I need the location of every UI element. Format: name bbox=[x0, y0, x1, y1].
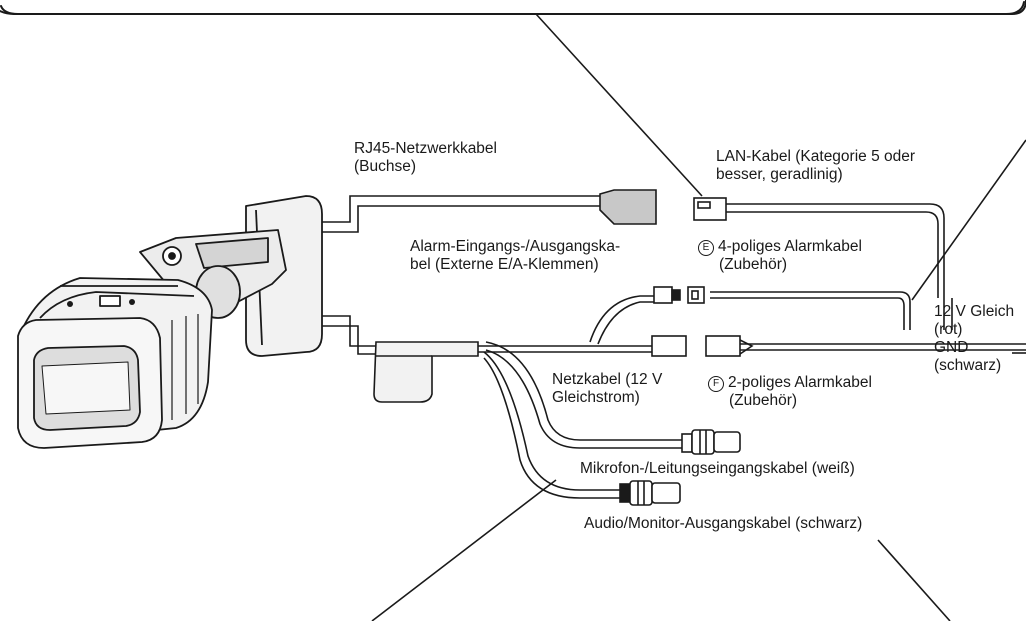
audio-rca bbox=[619, 480, 681, 506]
power-plug bbox=[651, 335, 687, 357]
leader-bottom-left bbox=[371, 479, 557, 621]
label-audio-out: Audio/Monitor-Ausgangskabel (schwarz) bbox=[584, 515, 863, 532]
alarm4-plug-left bbox=[653, 286, 673, 304]
label-power12-line2: (rot) bbox=[934, 321, 963, 338]
leader-lines bbox=[371, 13, 1026, 621]
label-alarm4-line2: (Zubehör) bbox=[719, 256, 788, 273]
label-lan-line1: LAN-Kabel (Kategorie 5 oder bbox=[716, 148, 916, 165]
label-lan-line2: besser, geradlinig) bbox=[716, 166, 843, 183]
label-alarm-io-line2: bel (Externe E/A-Klemmen) bbox=[410, 256, 599, 273]
leader-top bbox=[535, 13, 703, 197]
leader-right bbox=[911, 139, 1026, 301]
rj45-socket bbox=[599, 189, 657, 225]
label-power12-line4: (schwarz) bbox=[934, 357, 1002, 374]
label-netzkabel-line1: Netzkabel (12 V bbox=[552, 371, 663, 388]
callout-box bbox=[0, 0, 1026, 15]
label-alarm-io-line1: Alarm-Eingangs-/Ausgangska- bbox=[410, 238, 621, 255]
label-power12-line1: 12 V Gleich bbox=[934, 303, 1015, 320]
label-alarm4-line1: 4-poliges Alarmkabel bbox=[718, 238, 862, 255]
camera-illustration bbox=[17, 195, 323, 449]
marker-e-icon: E bbox=[698, 240, 714, 256]
alarm2-plug bbox=[705, 335, 741, 357]
label-rj45: RJ45-Netzwerkkabel (Buchse) bbox=[354, 140, 497, 176]
label-netzkabel-line2: Gleichstrom) bbox=[552, 389, 640, 406]
label-power12-line3: GND bbox=[934, 339, 969, 356]
junction-box bbox=[373, 341, 479, 403]
label-alarm-io: Alarm-Eingangs-/Ausgangska- bel (Externe… bbox=[410, 238, 620, 274]
label-rj45-line1: RJ45-Netzwerkkabel bbox=[354, 140, 497, 157]
leader-bottom-right bbox=[877, 539, 951, 621]
label-rj45-line2: (Buchse) bbox=[354, 158, 417, 175]
cables bbox=[322, 195, 1026, 499]
label-power12: 12 V Gleich (rot) GND (schwarz) bbox=[934, 303, 1014, 375]
label-mic: Mikrofon-/Leitungseingangskabel (weiß) bbox=[580, 460, 855, 477]
label-lan: LAN-Kabel (Kategorie 5 oder besser, gera… bbox=[716, 148, 915, 184]
mic-rca bbox=[681, 429, 741, 455]
label-alarm2-line2: (Zubehör) bbox=[729, 392, 798, 409]
marker-f-icon: F bbox=[708, 376, 724, 392]
label-alarm2-line1: 2-poliges Alarmkabel bbox=[728, 374, 872, 391]
label-netzkabel: Netzkabel (12 V Gleichstrom) bbox=[552, 371, 662, 407]
